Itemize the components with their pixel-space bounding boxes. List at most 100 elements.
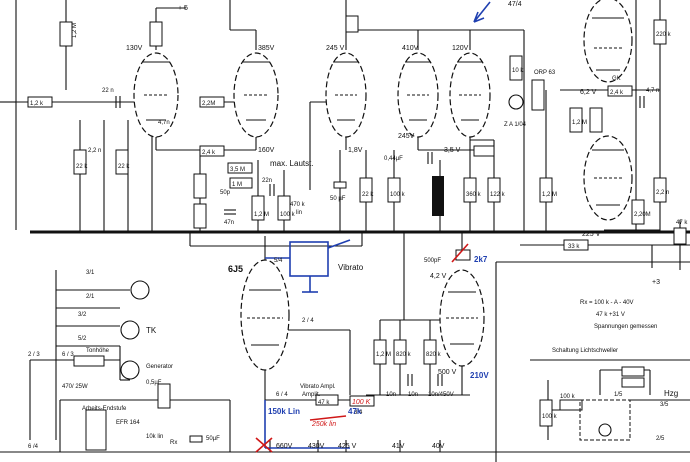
part-50p: 50p — [220, 190, 231, 196]
tube-label-6j5: 6J5 — [228, 264, 243, 274]
tube-v4a — [583, 0, 633, 83]
part-1m: 1 M — [232, 182, 242, 188]
part-22k-c: 22 k — [362, 192, 374, 198]
label-vibrato-ampl: Vibrato Ampl. — [300, 384, 336, 390]
part-100k-small-2: 100 k — [542, 414, 558, 420]
part-47n: 47n — [224, 220, 234, 226]
voltage-225v: 225 V — [582, 231, 601, 238]
voltage-3-5v: 3,5 V — [444, 147, 461, 154]
pin-5-4: 5/4 — [274, 258, 283, 264]
part-22n: 22 n — [102, 88, 114, 94]
part-820k-b: 820 k — [426, 352, 442, 358]
part-4-7n: 4,7n — [158, 120, 170, 126]
annotation-210v: 210V — [470, 371, 489, 380]
part-22k-a: 22 k — [76, 164, 88, 170]
part-10n-b: 10n — [408, 392, 418, 398]
part-2-2m: 2,2M — [202, 101, 215, 107]
voltage-660v: 660V — [276, 443, 293, 450]
voltage-40v: 40V — [432, 443, 445, 450]
tube-6j5 — [240, 259, 290, 371]
voltage-4-2v: 4,2 V — [430, 273, 447, 280]
voltage-385v: 385V — [258, 45, 275, 52]
pin-6-3: 6 / 3 — [62, 352, 74, 358]
pin-6-4: 6 / 4 — [276, 392, 288, 398]
part-47k-a: 47 k — [676, 220, 688, 226]
part-33k: 33 k — [568, 244, 580, 250]
part-3-5m: 3,5 M — [230, 167, 245, 173]
part-2-2n: 2,2 n — [88, 148, 101, 154]
tube-v3 — [449, 52, 491, 138]
capacitors — [115, 96, 645, 443]
voltage-410v: 410V — [402, 45, 419, 52]
orp63-cell — [531, 79, 545, 111]
voltage-41v: 41V — [392, 443, 405, 450]
label-efr164: EFR 164 — [116, 420, 140, 426]
part-0-44uf: 0,44µF — [384, 156, 403, 162]
tube-v2b — [397, 52, 439, 138]
part-220k: 220 k — [656, 32, 672, 38]
part-2-4k: 2,4 k — [202, 150, 216, 156]
part-470k-pot: 470 k — [290, 202, 306, 208]
voltage-120v: 120V — [452, 45, 469, 52]
part-10n-450v: 10n/450V — [428, 392, 454, 398]
pin-2-4: 2 / 4 — [302, 318, 314, 324]
part-50uf: 50 µF — [330, 196, 346, 202]
part-22k-b: 22 k — [118, 164, 130, 170]
label-rx-eq: Rx = 100 k - A - 40V — [580, 300, 634, 306]
part-2-2n-b: 2,2 n — [656, 190, 669, 196]
label-0-5uf: 0,5µF — [146, 380, 162, 386]
voltage-245v: 245 V — [326, 45, 345, 52]
tube-v4b — [583, 135, 633, 221]
pin-2-5: 2/5 — [656, 436, 665, 442]
pin-5-2: 5/2 — [78, 336, 87, 342]
pin-3-5: 3/5 — [660, 402, 669, 408]
lamp-icon — [598, 423, 612, 437]
label-endstufe: Arbeits-Endstufe — [82, 406, 127, 412]
part-1-2m-a: 1,2 M — [72, 23, 78, 38]
part-orp63: ORP 63 — [534, 70, 556, 76]
voltage-47-4: 47/4 — [508, 1, 522, 8]
part-820k-a: 820 k — [396, 352, 412, 358]
label-spannungen: Spannungen gemessen — [594, 324, 657, 330]
part-10k: 10 k — [512, 68, 524, 74]
part-500pf: 500pF — [424, 258, 441, 264]
voltage-top-plus5: + 5 — [178, 5, 188, 12]
part-100k-small: 100 k — [560, 394, 576, 400]
pin-3-1: 3/1 — [86, 270, 95, 276]
lichtschweller-box — [579, 399, 631, 441]
label-50uf: 50µF — [206, 436, 220, 442]
part-1-2k: 1,2 k — [30, 101, 44, 107]
vibrato-box-annotation — [264, 1, 491, 449]
annotation-250k-lin: 250k lin — [311, 421, 336, 428]
resistors — [27, 15, 687, 427]
part-1-2m-c: 1,2 M — [572, 120, 587, 126]
pin-3-4: 3/4 — [354, 410, 363, 416]
label-gk: GK — [612, 76, 621, 82]
pin-1-5: 1/5 — [614, 392, 623, 398]
tube-v1a — [133, 52, 179, 138]
label-10k-lin: 10k lin — [146, 434, 163, 440]
pin-2-1: 2/1 — [86, 294, 95, 300]
label-tk: TK — [146, 326, 157, 335]
pin-2-3: 2 / 3 — [28, 352, 40, 358]
label-schaltung: Schaltung Lichtschweller — [552, 348, 618, 354]
part-2-4k-b: 2,4 k — [610, 90, 624, 96]
voltage-500v: 500 V — [438, 369, 457, 376]
voltage-6-2v: 6,2 V — [580, 89, 597, 96]
part-1-2m-b: 1,2 M — [254, 212, 269, 218]
voltage-160v: 160V — [258, 147, 275, 154]
part-100k-red: 100 K — [352, 399, 371, 406]
part-1-2m-d: 1,2 M — [542, 192, 557, 198]
label-470-25w: 470/ 25W — [62, 384, 88, 390]
label-generator: Generator — [146, 364, 173, 370]
part-360k: 360 k — [466, 192, 482, 198]
red-annotations — [255, 243, 469, 453]
annotation-2k7: 2k7 — [474, 255, 488, 264]
part-100k-b: 100 k — [390, 192, 406, 198]
part-lin: lin — [296, 210, 302, 216]
annotation-47k: 47k — [348, 407, 362, 416]
motor-group — [73, 280, 150, 451]
tube-v1b — [233, 52, 279, 138]
